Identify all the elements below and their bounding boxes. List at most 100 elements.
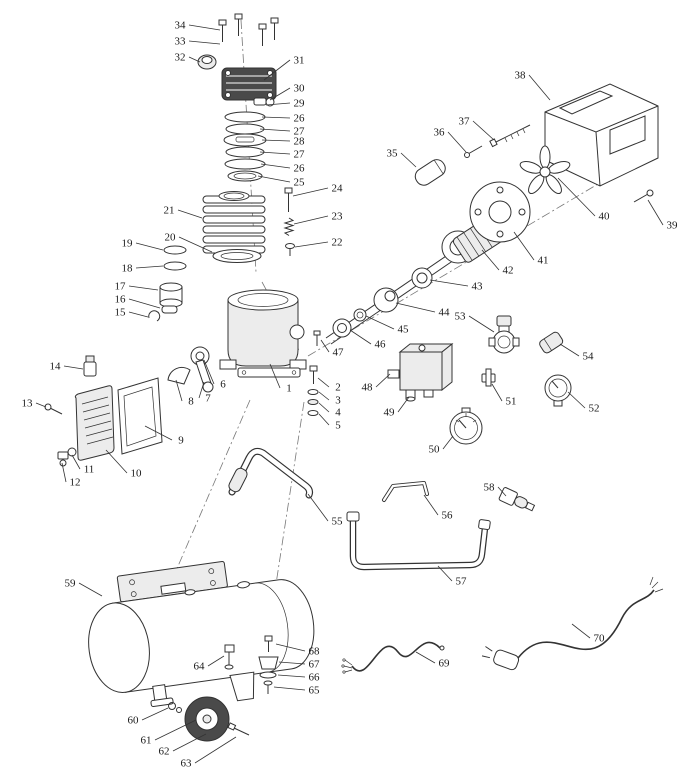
callout-leader-28 (261, 139, 291, 142)
callout-leader-22 (294, 241, 329, 248)
callout-leader-31 (263, 59, 291, 81)
callout-27: 27 (294, 126, 306, 138)
callout-leader-21 (177, 209, 203, 219)
callout-23: 23 (332, 211, 344, 223)
callout-51: 51 (506, 396, 517, 408)
callout-42: 42 (503, 265, 514, 277)
callout-44: 44 (439, 307, 451, 319)
callout-leader-4 (318, 402, 330, 413)
callout-leader-49 (397, 396, 410, 413)
callout-leader-25 (257, 175, 291, 183)
fan-drawing (519, 145, 571, 195)
bushing-drawing (197, 54, 217, 70)
callout-leader-43 (429, 279, 469, 287)
callout-leader-15 (128, 311, 149, 318)
callout-leader-63 (194, 736, 237, 764)
callout-leader-12 (61, 462, 67, 483)
callout-5: 5 (335, 420, 341, 432)
callout-leader-19 (135, 242, 164, 251)
callout-leader-38 (528, 74, 551, 101)
callout-10: 10 (131, 468, 143, 480)
discharge-pipe-drawing (346, 511, 491, 571)
callout-leader-65 (273, 686, 306, 691)
callout-leader-55 (307, 493, 329, 522)
pipe-fitting-drawing (481, 368, 496, 387)
head-bolts-drawing (218, 13, 279, 46)
callout-leader-39 (647, 199, 664, 226)
callout-leader-11 (71, 454, 81, 470)
callout-leader-9 (144, 425, 173, 441)
motor-wires-drawing (341, 641, 445, 674)
quick-coupler-drawing (498, 487, 536, 512)
callout-53: 53 (455, 311, 467, 323)
callout-leader-23 (293, 215, 329, 225)
rubber-foot-stack-drawing (258, 635, 279, 694)
air-filter-drawing (83, 355, 97, 377)
callout-leader-57 (437, 565, 453, 582)
callout-leader-29 (265, 102, 291, 106)
callout-leader-5 (318, 413, 330, 426)
callout-68: 68 (309, 646, 321, 658)
callout-leader-47 (320, 339, 330, 353)
callout-leader-54 (559, 343, 580, 357)
callout-leader-56 (423, 494, 439, 516)
regulator-knob-drawing (539, 331, 564, 354)
callout-19: 19 (122, 238, 134, 250)
handle-drawing (228, 447, 314, 499)
callout-8: 8 (188, 396, 194, 408)
callout-17: 17 (115, 281, 127, 293)
pressure-gauge-large-drawing (449, 407, 483, 445)
callout-leader-50 (442, 435, 454, 450)
callout-25: 25 (294, 177, 306, 189)
motor-screws-drawing (464, 124, 531, 158)
callout-26: 26 (294, 163, 306, 175)
callout-47: 47 (333, 347, 345, 359)
callout-20: 20 (165, 232, 177, 244)
callout-leader-34 (188, 24, 221, 31)
callout-56: 56 (442, 510, 454, 522)
callout-leader-16 (128, 298, 161, 309)
cylinder-gasket-drawing (212, 249, 262, 263)
callout-leader-18 (135, 265, 164, 269)
regulator-drawing (488, 315, 520, 354)
callout-40: 40 (599, 211, 611, 223)
callout-leader-46 (349, 329, 372, 345)
pressure-gauge-small-drawing (544, 374, 572, 407)
callout-67: 67 (309, 659, 321, 671)
base-hardware-drawing (307, 330, 321, 416)
callout-leader-69 (415, 651, 436, 664)
callout-38: 38 (515, 70, 527, 82)
callout-18: 18 (122, 263, 134, 275)
callout-leader-60 (141, 707, 169, 721)
callout-22: 22 (332, 237, 343, 249)
callout-leader-24 (292, 187, 329, 197)
callout-2: 2 (335, 382, 341, 394)
callout-49: 49 (384, 407, 396, 419)
callout-leader-35 (400, 152, 417, 168)
callout-48: 48 (362, 382, 374, 394)
callout-leader-27 (259, 128, 291, 132)
callout-65: 65 (309, 685, 321, 697)
callout-27: 27 (294, 149, 306, 161)
callout-leader-58 (497, 486, 507, 497)
callout-leader-6 (203, 359, 215, 385)
callout-leader-61 (154, 719, 197, 741)
callout-leader-53 (468, 315, 495, 333)
callout-14: 14 (50, 361, 62, 373)
callout-leader-32 (188, 56, 201, 63)
tank-drawing (88, 561, 315, 707)
motor-end-bell-drawing (469, 181, 531, 243)
callout-1: 1 (286, 383, 292, 395)
callout-leader-26 (261, 116, 291, 119)
callout-leader-7 (198, 381, 205, 399)
callout-leader-37 (472, 120, 495, 141)
callout-33: 33 (175, 36, 187, 48)
callout-58: 58 (484, 482, 496, 494)
callout-28: 28 (294, 136, 306, 148)
valve-plate-stack-drawing (223, 111, 267, 182)
callout-50: 50 (429, 444, 441, 456)
callout-leader-52 (567, 391, 586, 409)
drain-valve-drawing (224, 644, 235, 670)
crankshaft-drawing (325, 251, 458, 345)
